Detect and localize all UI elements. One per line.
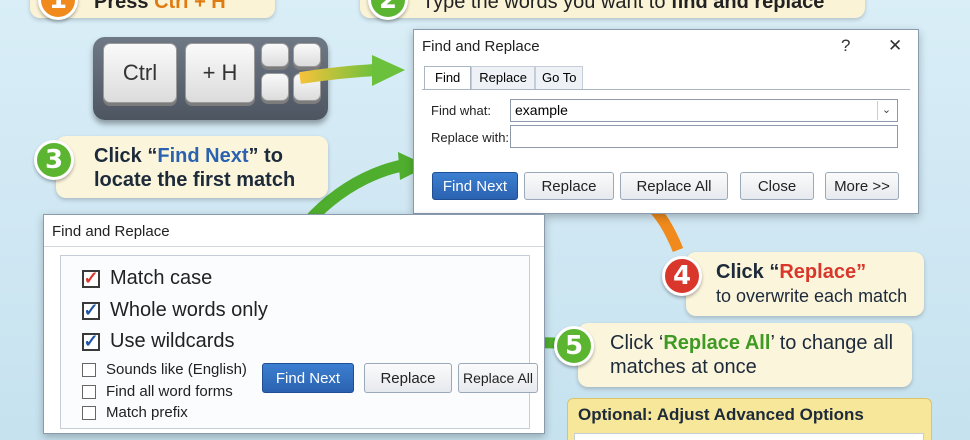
step5-line2: matches at once (610, 356, 757, 378)
optional-content-strip (574, 433, 924, 440)
dialog-title: Find and Replace (422, 38, 540, 55)
small-key-2 (293, 43, 321, 67)
step4-callout: Click “Replace” to overwrite each match (686, 252, 924, 316)
step4-line2: to overwrite each match (716, 286, 908, 306)
step5-badge: 5 (554, 326, 594, 366)
step5-callout: Click ‘Replace All’ to change all matche… (578, 323, 912, 387)
find-what-label: Find what: (431, 103, 491, 118)
option-match-case[interactable]: ✓ Match case (82, 267, 213, 289)
option-use-wildcards[interactable]: ✓ Use wildcards (82, 330, 235, 352)
word-forms-checkbox[interactable] (82, 384, 96, 399)
tab-goto[interactable]: Go To (535, 66, 584, 90)
step2-text: Type the words you want to find and repl… (422, 0, 825, 13)
find-replace-dialog: Find and Replace ? ✕ Find Replace Go To … (413, 29, 919, 214)
replace-all-button[interactable]: Replace All (620, 172, 728, 200)
replace-button[interactable]: Replace (524, 172, 614, 200)
step3-line1: Click “Find Next” to (94, 145, 283, 167)
whole-words-checkbox[interactable]: ✓ (82, 300, 100, 320)
help-icon[interactable]: ? (841, 36, 851, 55)
small-key-1 (261, 43, 289, 67)
dialog-titlebar: Find and Replace ? ✕ (414, 30, 918, 62)
step2-banner: Type the words you want to find and repl… (360, 0, 865, 18)
find-next-button[interactable]: Find Next (432, 172, 518, 200)
options-dialog-title: Find and Replace (52, 223, 170, 240)
optional-title: Optional: Adjust Advanced Options (578, 405, 864, 424)
option-sounds-like[interactable]: Sounds like (English) (82, 361, 247, 378)
tab-replace[interactable]: Replace (471, 66, 535, 90)
small-key-3 (261, 73, 289, 101)
step5-line1: Click ‘Replace All’ to change all (610, 332, 894, 354)
find-what-field[interactable]: example ⌄ (510, 99, 898, 122)
step3-callout: Click “Find Next” to locate the first ma… (56, 136, 328, 198)
option-match-prefix[interactable]: Match prefix (82, 404, 188, 421)
step1-text: Press Ctrl + H (94, 0, 226, 13)
step3-badge: 3 (34, 140, 74, 180)
options-replace-button[interactable]: Replace (364, 363, 452, 393)
close-icon[interactable]: ✕ (888, 36, 903, 55)
chevron-down-icon[interactable]: ⌄ (877, 101, 895, 120)
ctrl-key: Ctrl (103, 43, 177, 103)
options-dialog: Find and Replace ✓ Match case ✓ Whole wo… (43, 214, 545, 434)
arrow-keyboard-to-dialog (299, 64, 376, 84)
more-button[interactable]: More >> (825, 172, 899, 200)
step4-line1: Click “Replace” (716, 261, 867, 283)
dialog-tabs: Find Replace Go To (424, 66, 584, 90)
tab-panel-border (422, 89, 910, 90)
step4-badge: 4 (662, 256, 702, 296)
replace-with-field[interactable] (510, 125, 898, 148)
tab-find[interactable]: Find (424, 66, 472, 90)
h-key: + H (185, 43, 255, 103)
step1-banner: Press Ctrl + H (30, 0, 275, 18)
step1-badge: 1 (38, 0, 78, 20)
options-replace-all-button[interactable]: Replace All (458, 363, 538, 393)
match-case-checkbox[interactable]: ✓ (82, 268, 100, 288)
options-find-next-button[interactable]: Find Next (262, 363, 354, 393)
use-wildcards-checkbox[interactable]: ✓ (82, 331, 100, 351)
replace-with-label: Replace with: (431, 130, 510, 145)
sounds-like-checkbox[interactable] (82, 362, 96, 377)
keyboard-illustration: Ctrl + H (93, 37, 328, 120)
optional-panel: Optional: Adjust Advanced Options (567, 398, 932, 440)
options-panel (60, 255, 530, 429)
option-whole-words[interactable]: ✓ Whole words only (82, 299, 268, 321)
options-dialog-titlebar: Find and Replace (44, 215, 544, 247)
arrowhead-keyboard (372, 55, 405, 86)
close-button[interactable]: Close (740, 172, 814, 200)
option-word-forms[interactable]: Find all word forms (82, 383, 233, 400)
match-prefix-checkbox[interactable] (82, 405, 96, 420)
step3-line2: locate the first match (94, 169, 296, 191)
